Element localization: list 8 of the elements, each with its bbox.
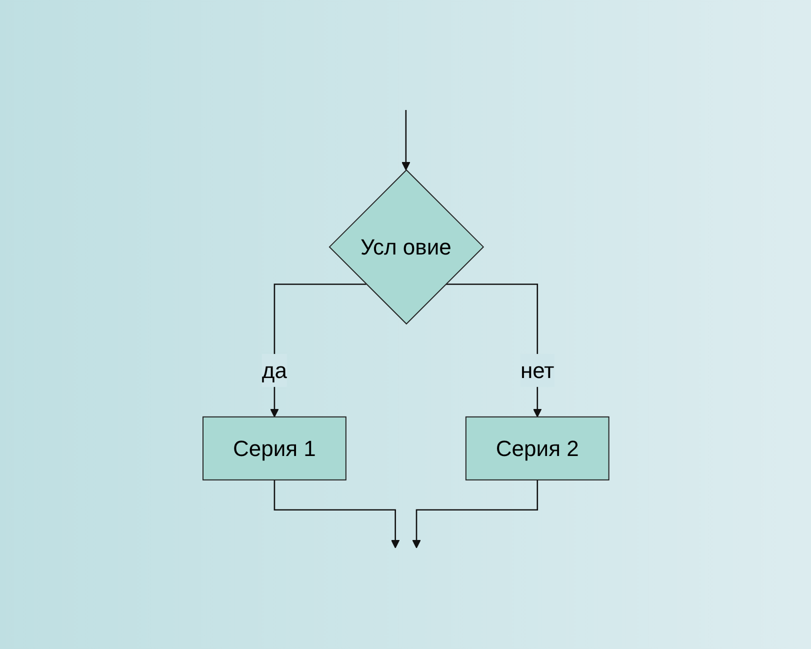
- node-box: Серия 1: [202, 416, 346, 480]
- edge-label: да: [262, 357, 287, 382]
- arrow: [412, 478, 538, 548]
- arrow: [273, 478, 400, 548]
- arrow: [401, 108, 410, 170]
- node-diamond: Усл овие: [328, 168, 484, 324]
- edge-label: нет: [520, 357, 554, 382]
- node-box: Серия 2: [465, 416, 609, 480]
